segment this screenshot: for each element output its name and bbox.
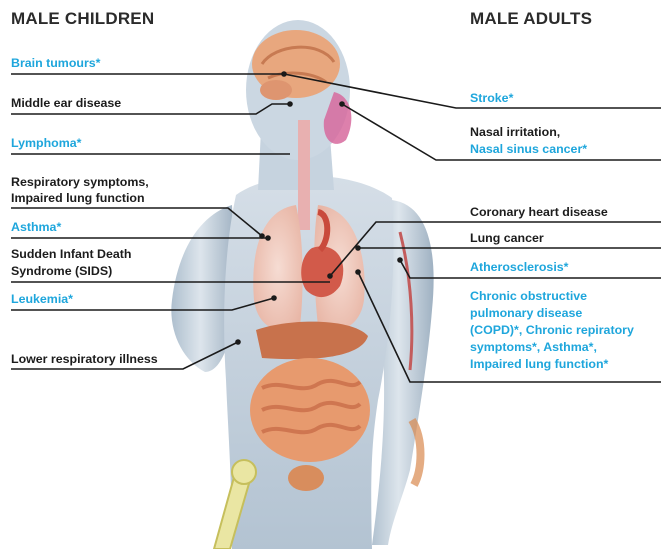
label-brain-tumours: Brain tumours* (11, 55, 101, 71)
arm-muscle (412, 420, 421, 485)
label-lower-respiratory-illness: Lower respiratory illness (11, 351, 158, 367)
label-respiratory-line2: Impaired lung function (11, 190, 145, 206)
label-stroke: Stroke* (470, 90, 513, 106)
heading-male-children: MALE CHILDREN (11, 9, 154, 29)
label-copd-line1: Chronic obstructive (470, 288, 587, 304)
label-respiratory-line1: Respiratory symptoms, (11, 174, 149, 190)
trachea (298, 120, 310, 230)
label-sids-line2: Syndrome (SIDS) (11, 263, 112, 279)
label-copd-line4: symptoms*, Asthma*, (470, 339, 597, 355)
label-coronary-heart-disease: Coronary heart disease (470, 204, 608, 220)
label-copd-line5: Impaired lung function* (470, 356, 608, 372)
label-nasal-line2: Nasal sinus cancer* (470, 141, 587, 157)
heading-male-adults: MALE ADULTS (470, 9, 592, 29)
heart (301, 246, 343, 297)
label-lung-cancer: Lung cancer (470, 230, 544, 246)
label-lymphoma: Lymphoma* (11, 135, 81, 151)
label-sids-line1: Sudden Infant Death (11, 246, 131, 262)
label-copd-line3: (COPD)*, Chronic repiratory (470, 322, 634, 338)
label-leukemia: Leukemia* (11, 291, 73, 307)
label-middle-ear-disease: Middle ear disease (11, 95, 121, 111)
label-atherosclerosis: Atherosclerosis* (470, 259, 568, 275)
label-nasal-line1: Nasal irritation, (470, 124, 560, 140)
label-copd-line2: pulmonary disease (470, 305, 582, 321)
label-asthma: Asthma* (11, 219, 61, 235)
